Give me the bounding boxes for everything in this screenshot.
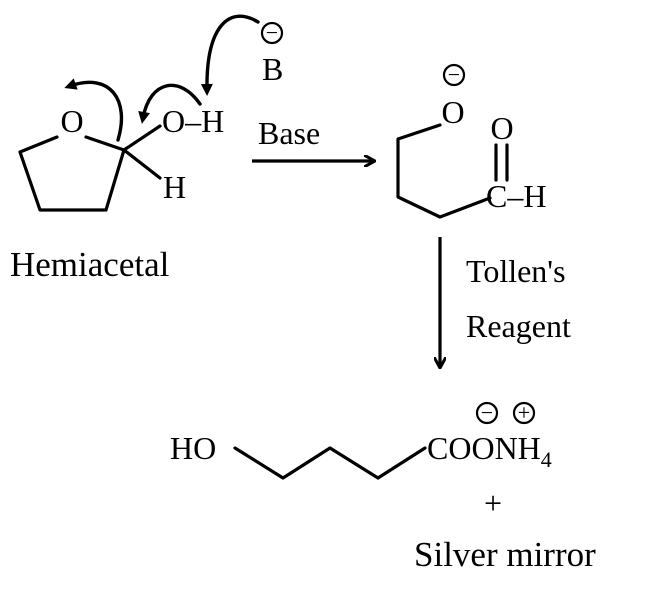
ammonium-charge-icon — [512, 401, 536, 425]
base-symbol: B — [262, 51, 283, 87]
hemiacetal-molecule: O O–H H Hemiacetal — [10, 103, 224, 284]
hydroxyl-group: O–H — [162, 103, 224, 139]
product-hydroxyl: HO — [170, 430, 216, 466]
product-carboxylate: COONH4 — [427, 430, 552, 472]
base-anion: − B — [260, 20, 284, 87]
carboxylate-text: COONH — [427, 430, 541, 466]
curved-arrow-base-to-h — [200, 14, 260, 96]
hemiacetal-label: Hemiacetal — [10, 245, 170, 284]
plus-sign: + — [484, 485, 502, 521]
alkoxide-charge: − — [448, 62, 460, 87]
ring-oxygen: O — [60, 103, 83, 139]
product-molecule: HO COONH4 − + + Silver mirror — [170, 400, 596, 574]
curved-arrow-oh-to-o — [138, 83, 202, 124]
base-charge: − — [266, 20, 278, 45]
ring-bonds — [18, 135, 126, 212]
carboxylate-charge-icon — [475, 401, 499, 425]
intermediate-chain — [396, 123, 492, 219]
negative-charge-icon — [260, 21, 284, 45]
anomeric-hydrogen: H — [163, 169, 186, 205]
step2-reagent-line2: Reagent — [466, 308, 571, 344]
carboxylate-charge: − — [481, 400, 493, 425]
step1-reagent: Base — [258, 115, 320, 151]
product-chain — [233, 446, 427, 480]
curved-arrow-ring-opening — [64, 78, 124, 142]
ammonium-subscript: 4 — [541, 447, 552, 472]
ammonium-charge: + — [518, 400, 530, 425]
bond-c2-h — [122, 148, 162, 180]
aldehyde-group: C–H — [486, 178, 546, 214]
step2-reagent-line1: Tollen's — [466, 253, 566, 289]
bond-c2-oh — [122, 124, 162, 152]
alkoxide-oxygen: O — [441, 94, 464, 130]
electron-arrows — [64, 14, 260, 142]
silver-mirror-label: Silver mirror — [414, 535, 596, 574]
step2: Tollen's Reagent — [440, 237, 571, 367]
alkoxide-charge-icon — [442, 63, 466, 87]
carbonyl-oxygen: O — [490, 110, 513, 146]
intermediate-molecule: − O O C–H — [396, 62, 546, 219]
step1: Base — [252, 115, 374, 161]
